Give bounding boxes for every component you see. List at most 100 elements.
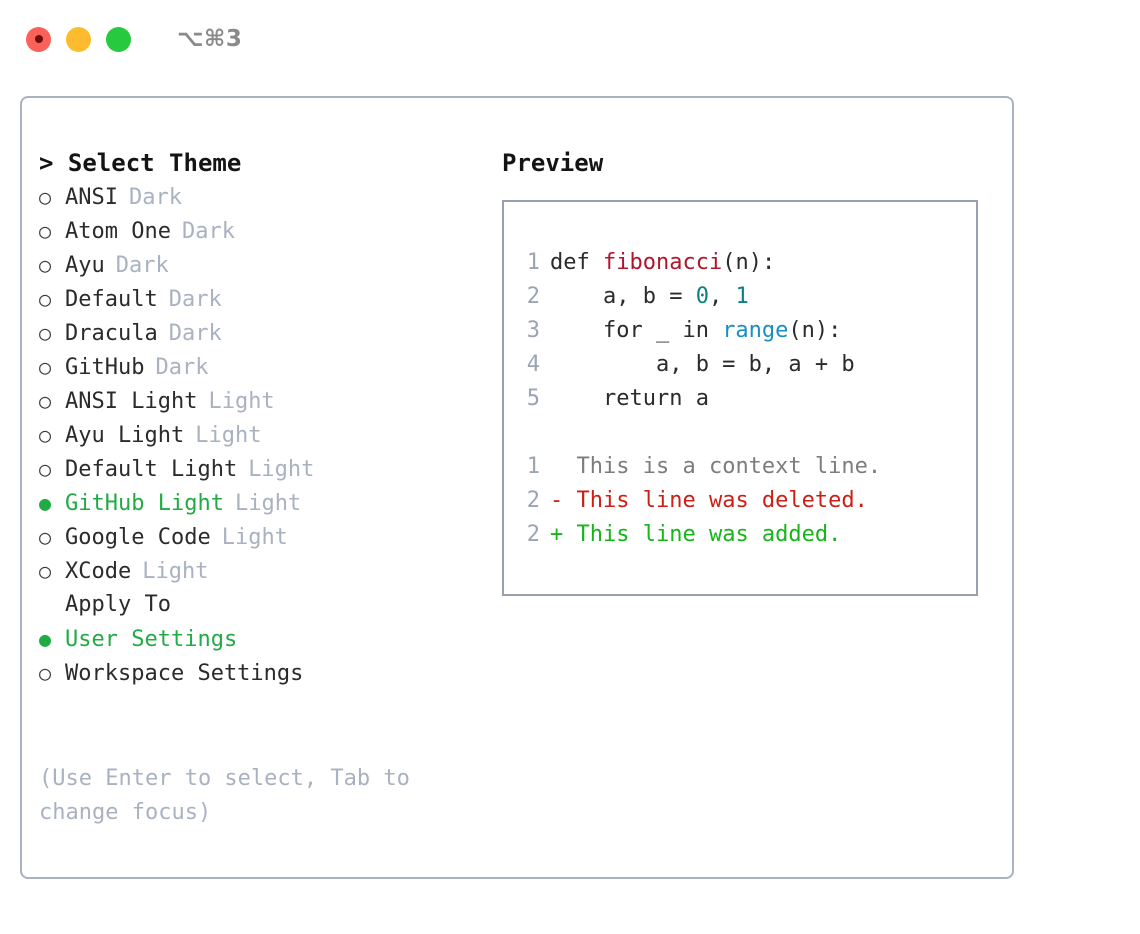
code-line: 3 for _ in range(n):	[504, 314, 976, 348]
theme-option-tag: Dark	[115, 253, 169, 278]
code-token-plain: (n):	[788, 318, 842, 343]
theme-option-tag: Dark	[168, 321, 222, 346]
theme-option-label: Ayu Light	[65, 423, 185, 448]
theme-option-ansi[interactable]: ○ ANSI Dark	[39, 180, 479, 214]
diff-line-add: 2 + This line was added.	[504, 518, 976, 552]
code-line-content: a, b = 0, 1	[550, 280, 749, 314]
radio-unselected-icon: ○	[39, 253, 52, 277]
radio-unselected-icon: ○	[39, 355, 52, 379]
radio-selected-icon: ●	[39, 627, 52, 651]
code-token-num: 0	[695, 284, 709, 309]
diff-line-number: 1	[526, 454, 540, 479]
theme-option-tag: Dark	[155, 355, 209, 380]
radio-unselected-icon: ○	[39, 389, 52, 413]
theme-option-default[interactable]: ○ Default Dark	[39, 282, 479, 316]
diff-line-text: This is a context line.	[576, 454, 882, 479]
diff-line-number: 2	[526, 522, 540, 547]
code-line-number: 1	[526, 250, 540, 275]
apply-to-option-user-settings[interactable]: ● User Settings	[39, 622, 479, 656]
theme-option-label: Google Code	[65, 525, 211, 550]
theme-option-tag: Light	[142, 559, 209, 584]
radio-unselected-icon: ○	[39, 661, 52, 685]
code-token-plain: for _ in	[550, 318, 723, 343]
theme-option-tag: Dark	[168, 287, 222, 312]
apply-to-option-label: Workspace Settings	[65, 661, 304, 686]
radio-unselected-icon: ○	[39, 219, 52, 243]
radio-unselected-icon: ○	[39, 559, 52, 583]
code-line-number: 4	[526, 352, 540, 377]
theme-option-label: ANSI	[65, 185, 118, 210]
theme-option-label: Default	[65, 287, 158, 312]
radio-unselected-icon: ○	[39, 525, 52, 549]
theme-option-google-code[interactable]: ○ Google Code Light	[39, 520, 479, 554]
code-line-number: 2	[526, 284, 540, 309]
keyboard-hint-text: (Use Enter to select, Tab to change focu…	[39, 766, 424, 825]
code-token-plain: def	[550, 250, 603, 275]
radio-selected-icon: ●	[39, 491, 52, 515]
radio-unselected-icon: ○	[39, 423, 52, 447]
window-titlebar: ⌥⌘3	[0, 0, 1140, 78]
code-spacer	[504, 416, 976, 450]
diff-line-del: 2- This line was deleted.	[504, 484, 976, 518]
theme-option-ansi-light[interactable]: ○ ANSI Light Light	[39, 384, 479, 418]
code-line: 2 a, b = 0, 1	[504, 280, 976, 314]
theme-option-label: Dracula	[65, 321, 158, 346]
code-line: 5 return a	[504, 382, 976, 416]
diff-line-number: 2	[526, 488, 540, 513]
traffic-light-group	[26, 26, 131, 52]
theme-option-ayu[interactable]: ○ Ayu Dark	[39, 248, 479, 282]
maximize-window-icon[interactable]	[106, 26, 131, 52]
theme-option-ayu-light[interactable]: ○ Ayu Light Light	[39, 418, 479, 452]
apply-to-option-workspace-settings[interactable]: ○ Workspace Settings	[39, 656, 479, 690]
diff-marker-del: -	[550, 488, 577, 513]
theme-option-xcode[interactable]: ○ XCode Light	[39, 554, 479, 588]
theme-option-tag: Light	[221, 525, 288, 550]
code-line: 1 def fibonacci(n):	[504, 246, 976, 280]
theme-option-dracula[interactable]: ○ Dracula Dark	[39, 316, 479, 350]
code-token-call: range	[722, 318, 789, 343]
code-token-plain: a, b =	[550, 284, 696, 309]
code-line-content: def fibonacci(n):	[550, 246, 775, 280]
code-line-number: 3	[526, 318, 540, 343]
code-line: 4 a, b = b, a + b	[504, 348, 976, 382]
code-line-content: a, b = b, a + b	[550, 348, 855, 382]
close-window-icon[interactable]	[26, 26, 51, 52]
theme-option-label: XCode	[65, 559, 132, 584]
radio-unselected-icon: ○	[39, 185, 52, 209]
theme-option-tag: Dark	[128, 185, 182, 210]
theme-option-label: ANSI Light	[65, 389, 198, 414]
diff-line-text: This line was added.	[576, 522, 842, 547]
code-line-content: return a	[550, 382, 709, 416]
theme-option-label: Ayu	[65, 253, 105, 278]
radio-unselected-icon: ○	[39, 457, 52, 481]
code-line-number: 5	[526, 386, 540, 411]
theme-option-tag: Light	[248, 457, 315, 482]
theme-option-tag: Light	[208, 389, 275, 414]
code-line-content: for _ in range(n):	[550, 314, 841, 348]
diff-line-text: This line was deleted.	[576, 488, 868, 513]
preview-title: Preview	[502, 149, 604, 177]
window-title: ⌥⌘3	[177, 26, 243, 52]
apply-to-option-label: User Settings	[65, 627, 238, 652]
theme-option-tag: Light	[195, 423, 262, 448]
code-token-fn: fibonacci	[602, 250, 723, 275]
apply-to-header: Apply To	[65, 592, 171, 617]
theme-option-label: GitHub Light	[65, 491, 224, 516]
radio-unselected-icon: ○	[39, 321, 52, 345]
diff-marker-add: +	[550, 522, 577, 547]
radio-unselected-icon: ○	[39, 287, 52, 311]
minimize-window-icon[interactable]	[66, 26, 91, 52]
code-token-plain: a, b = b, a + b	[550, 352, 855, 377]
apply-to-option-list: ● User Settings ○ Workspace Settings	[39, 622, 479, 690]
